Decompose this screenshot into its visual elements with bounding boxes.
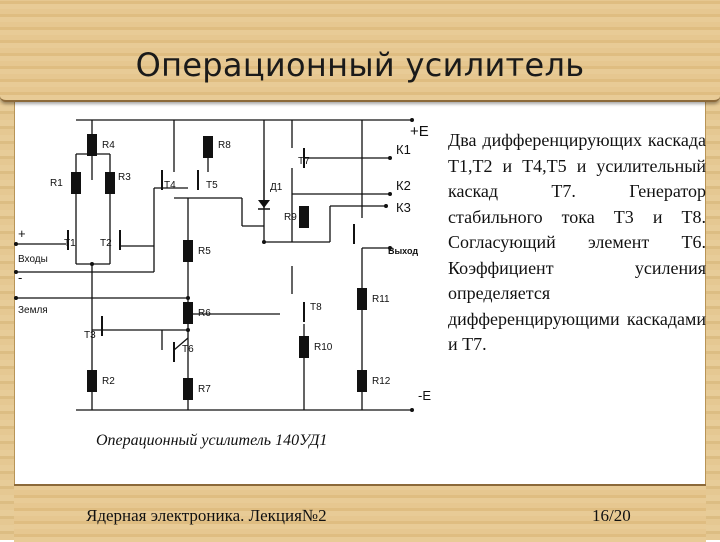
resistor-r7-label: R7 xyxy=(198,384,211,395)
right-border xyxy=(705,0,720,540)
resistor-r9-label: R9 xyxy=(284,212,297,223)
ground-label: Земля xyxy=(18,305,48,316)
footer-text: Ядерная электроника. Лекция№2 xyxy=(86,506,327,525)
resistor-r8-label: R8 xyxy=(218,140,231,151)
left-border xyxy=(0,0,15,540)
figure-caption: Операционный усилитель 140УД1 xyxy=(96,432,328,449)
resistor-r5-label: R5 xyxy=(198,246,211,257)
resistor-r10-label: R10 xyxy=(314,342,333,353)
resistor-r6-label: R6 xyxy=(198,308,211,319)
output-label: Выход xyxy=(388,246,418,256)
resistor-r12-label: R12 xyxy=(372,376,391,387)
title-banner: Операционный усилитель xyxy=(0,0,720,102)
transistor-t3-label: Т3 xyxy=(84,330,96,341)
minus-input-sign: - xyxy=(18,270,22,285)
transistor-t2-label: Т2 xyxy=(100,238,112,249)
page-title: Операционный усилитель xyxy=(135,46,585,84)
terminal-k3-label: К3 xyxy=(396,200,411,215)
plus-input-sign: + xyxy=(18,226,26,241)
transistor-t7-label: Т7 xyxy=(298,156,310,167)
diode-d1-label: Д1 xyxy=(270,182,283,193)
page-number: 16/20 xyxy=(592,506,631,525)
resistor-r2-label: R2 xyxy=(102,376,115,387)
resistor-r4-label: R4 xyxy=(102,140,115,151)
inputs-label: Входы xyxy=(18,254,48,265)
footer-bar: Ядерная электроника. Лекция№2 16/20 xyxy=(14,484,706,542)
resistor-r11-label: R11 xyxy=(372,294,390,305)
supply-minus-label: -E xyxy=(418,388,431,403)
circuit-diagram: +E -E + - Входы Земля Выход К1 К2 К3 R1 … xyxy=(14,118,431,412)
transistor-t1-label: Т1 xyxy=(64,238,76,249)
resistor-r3-label: R3 xyxy=(118,172,131,183)
transistor-t6-label: Т6 xyxy=(182,344,194,355)
resistor-r1-label: R1 xyxy=(50,178,63,189)
terminal-k1-label: К1 xyxy=(396,142,411,157)
description-text: Два дифференцирующих каскада Т1,Т2 и Т4,… xyxy=(448,130,706,354)
supply-plus-label: +E xyxy=(410,123,429,140)
transistor-t4-label: Т4 xyxy=(164,180,176,191)
transistor-t8-label: Т8 xyxy=(310,302,322,313)
terminal-k2-label: К2 xyxy=(396,178,411,193)
transistor-t5-label: Т5 xyxy=(206,180,218,191)
